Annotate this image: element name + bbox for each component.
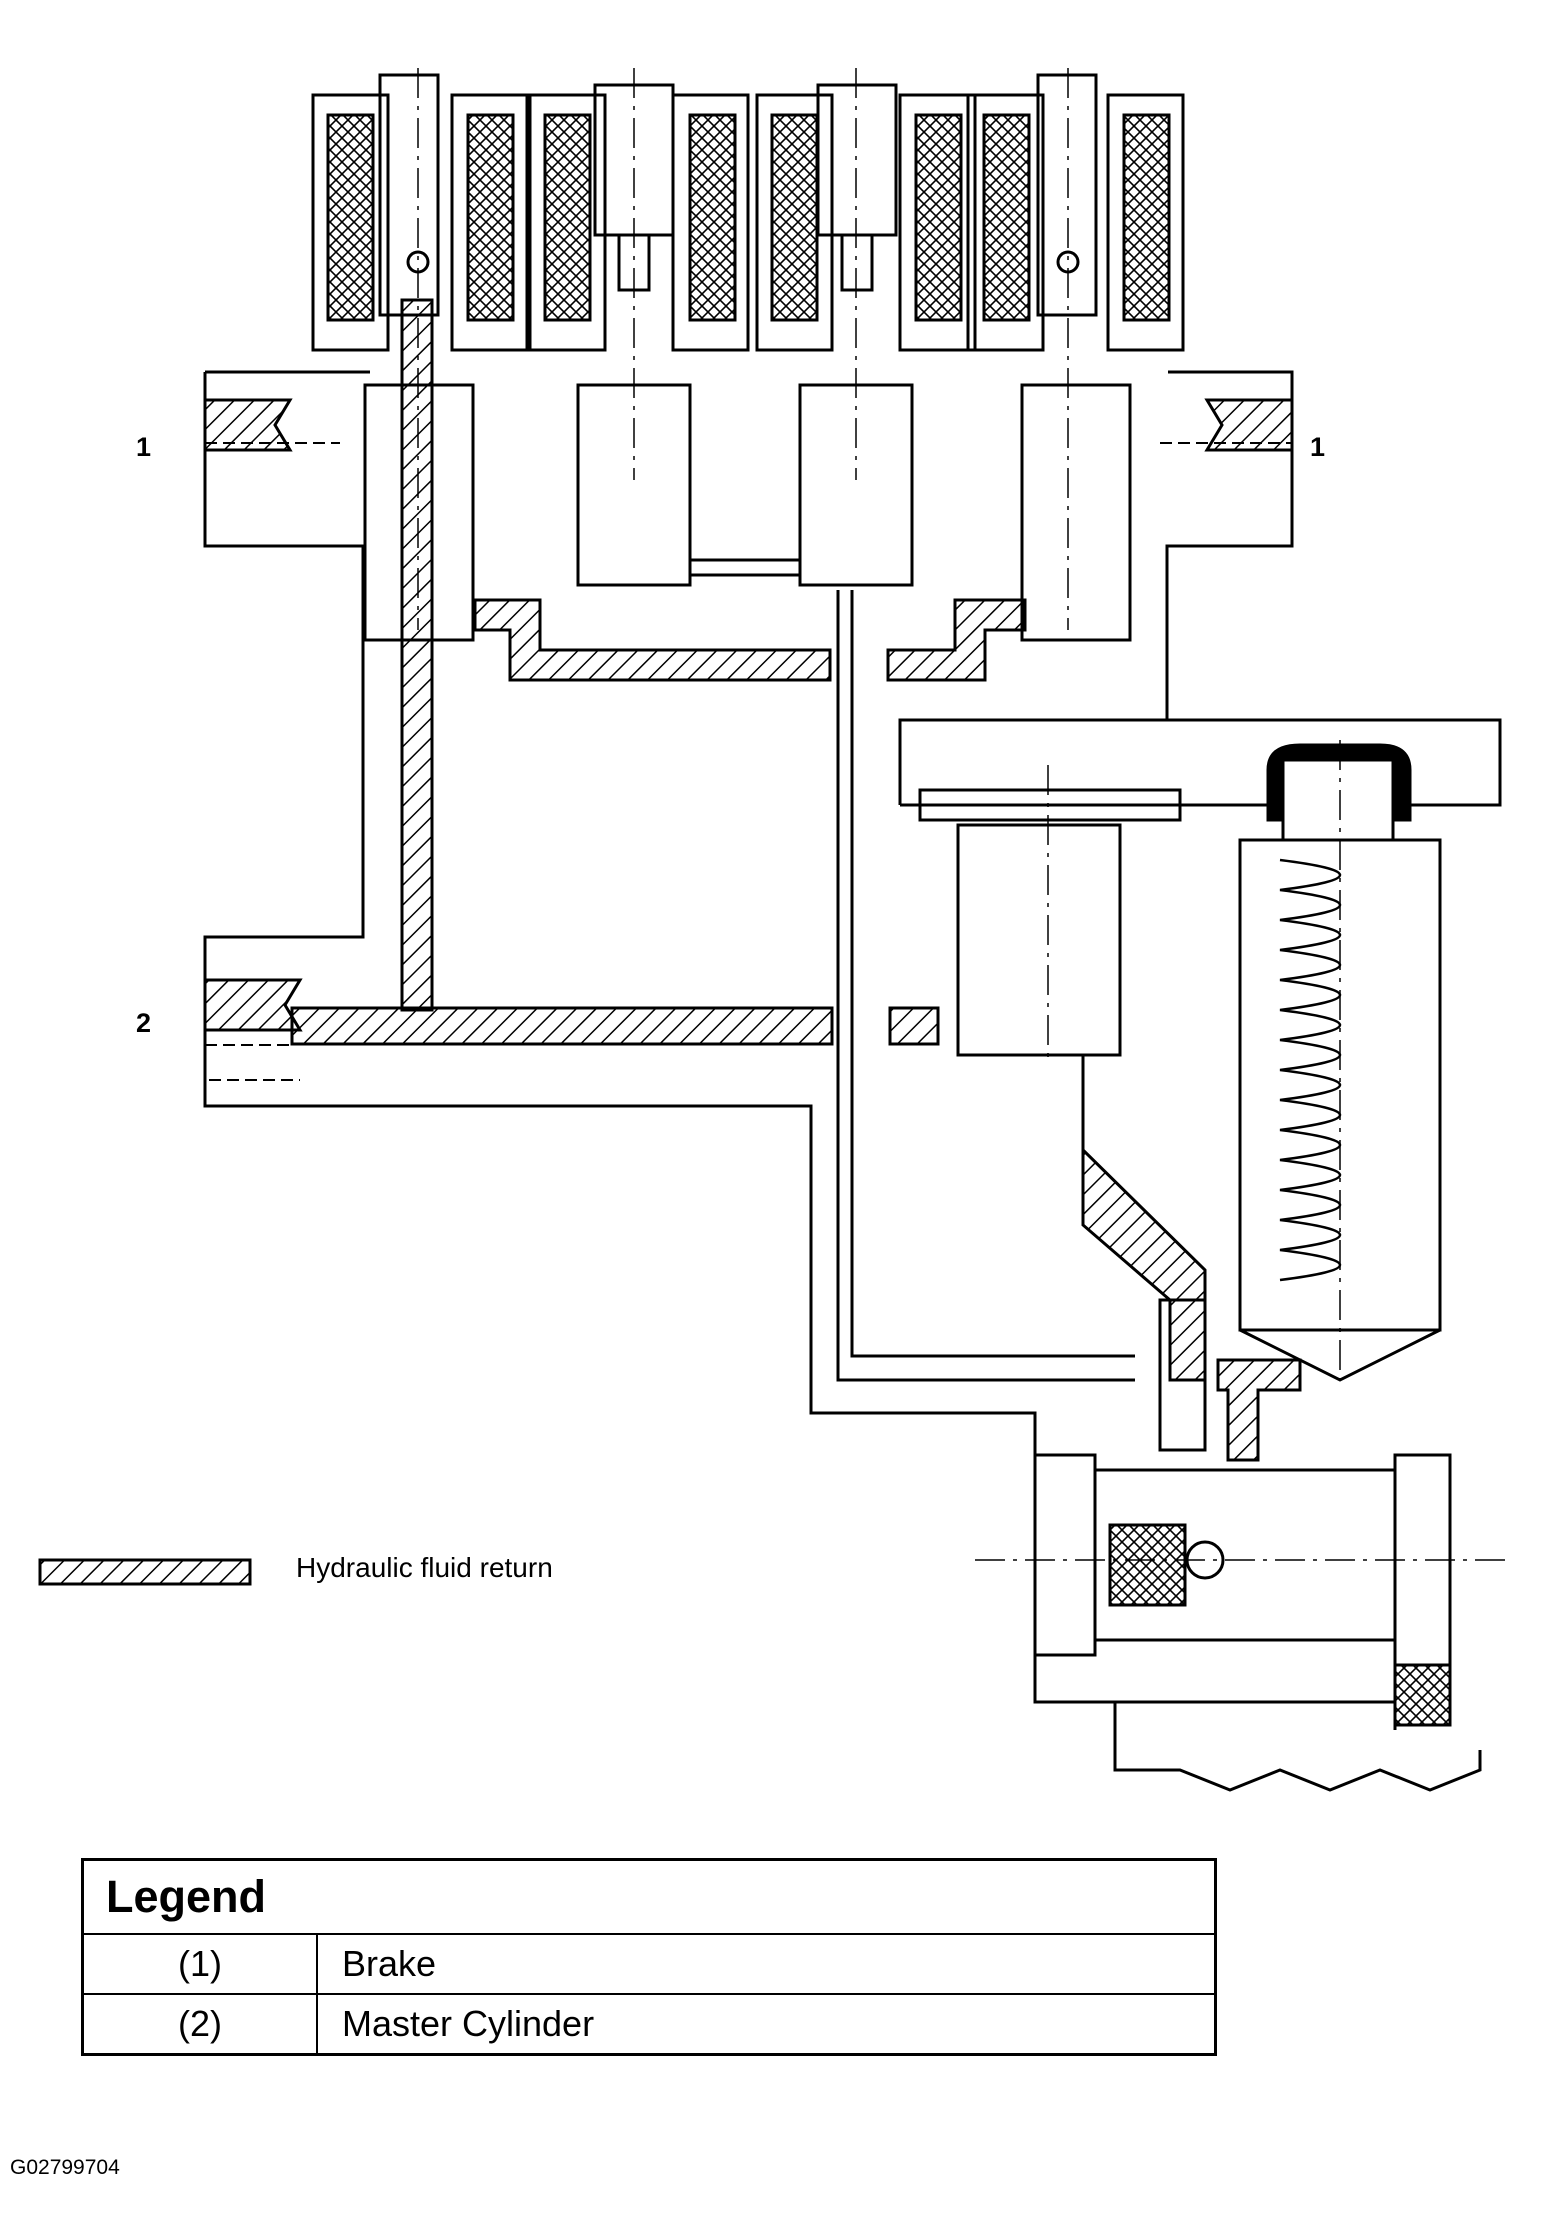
solenoid-valve-2 (528, 68, 750, 480)
damper-chamber (918, 765, 1207, 1382)
legend-value: Brake (316, 1933, 1217, 1995)
return-key-swatch (38, 1558, 252, 1586)
solenoid-valve-3 (755, 68, 977, 480)
brake-port-left-fitting (203, 398, 293, 452)
legend-row: (1) Brake (81, 1933, 1217, 1995)
legend-value: Master Cylinder (316, 1993, 1217, 2056)
feed-line (836, 590, 1135, 1382)
solenoid-valve-4 (966, 68, 1185, 630)
legend-title: Legend (81, 1858, 1217, 1935)
valve-body-4 (1020, 383, 1132, 642)
hydraulic-fluid-return-label: Hydraulic fluid return (296, 1552, 553, 1583)
housing-inner-step (900, 718, 1502, 807)
legend-key: (2) (81, 1993, 318, 2056)
brake-port-right-fitting (1204, 398, 1294, 452)
master-cylinder-port-label: 2 (136, 1008, 152, 1038)
return-channel-upper (473, 598, 832, 682)
brake-port-left-label: 1 (136, 432, 152, 462)
pump-assembly (975, 1298, 1505, 1792)
brake-port-right-label: 1 (1310, 432, 1326, 462)
legend-table: Legend (1) Brake (2) Master Cylinder (81, 1858, 1217, 2056)
spring-accumulator (1238, 740, 1442, 1382)
legend-header-row: Legend (81, 1858, 1217, 1935)
figure-code: G02799704 (10, 2156, 120, 2179)
return-channel-vertical (400, 298, 434, 1012)
legend-key: (1) (81, 1933, 318, 1995)
return-channel-master (290, 1006, 834, 1046)
valve-body-3 (798, 383, 914, 587)
master-port-fitting (203, 978, 303, 1032)
legend-row: (2) Master Cylinder (81, 1993, 1217, 2056)
valve-body-2 (576, 383, 692, 587)
return-channel-upper-right (886, 598, 1027, 682)
